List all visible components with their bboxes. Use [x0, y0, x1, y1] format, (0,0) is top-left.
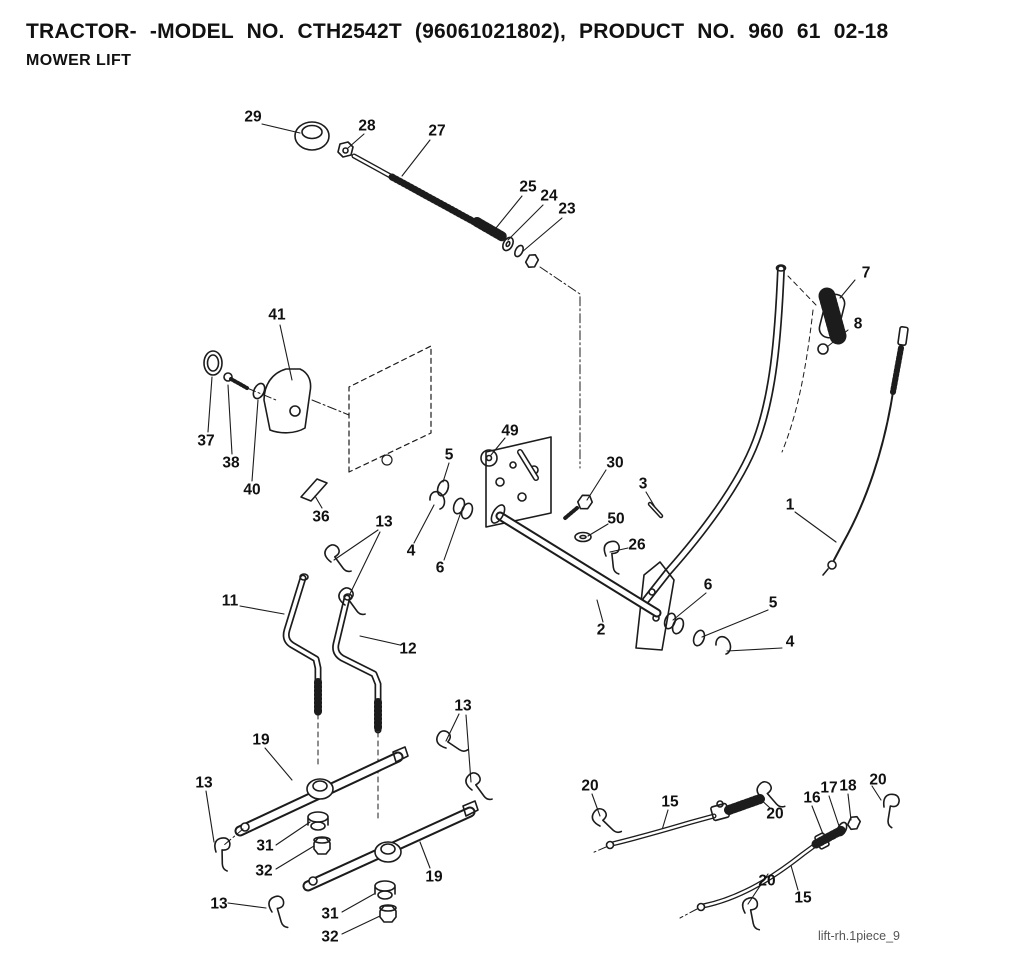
hidden-plate-outline — [348, 345, 432, 473]
bushing-31-lower — [374, 880, 396, 892]
grip-7 — [818, 287, 847, 345]
bushing-31-upper — [307, 811, 329, 823]
lift-arms — [206, 724, 493, 929]
keeper-plate-41 — [263, 368, 312, 434]
mounting-plates — [348, 345, 552, 528]
link-rod-15-lower — [700, 840, 821, 909]
grip-ball-8 — [817, 343, 829, 355]
ring-37 — [203, 350, 223, 376]
washer-5-right — [692, 629, 706, 647]
hairpin-clip-20 — [588, 803, 623, 842]
hairpin-clip-26 — [597, 538, 628, 575]
hairpin-clip-20 — [738, 895, 766, 931]
hairpin-clip-13 — [463, 769, 493, 806]
hairpin-clip-13 — [322, 541, 352, 578]
leader-lines — [205, 123, 882, 935]
lift-cable-1 — [822, 325, 909, 576]
nut-23 — [524, 254, 540, 268]
hairpin-clip-13 — [206, 834, 239, 872]
retainer-clip-4-left — [429, 490, 446, 510]
drawing-reference: lift-rh.1piece_9 — [818, 929, 900, 943]
washer-40 — [252, 382, 266, 400]
nut-32-upper — [313, 837, 331, 855]
nut-18 — [846, 815, 862, 831]
spring-coil — [472, 217, 508, 242]
pivot-plate — [485, 436, 552, 528]
lift-lever — [635, 264, 847, 651]
hairpin-clip-13 — [266, 894, 292, 929]
bolt-38 — [223, 372, 233, 382]
rear-linkages — [588, 777, 908, 931]
nut-28 — [337, 141, 354, 158]
lift-links — [282, 541, 382, 819]
nut-32-lower — [379, 905, 397, 923]
washer-50 — [574, 531, 592, 543]
washer-24 — [514, 244, 524, 258]
spring-upper — [724, 794, 765, 815]
washer-17 — [836, 821, 848, 837]
shaft-small-parts — [562, 494, 664, 575]
washer-5-left — [436, 479, 450, 497]
knob-29 — [294, 121, 330, 151]
page-title: TRACTOR- -MODEL NO. CTH2542T (9606102180… — [26, 20, 889, 43]
eyelet-16 — [814, 832, 830, 850]
lift-adjustment-rod — [294, 121, 581, 469]
bracket-36 — [300, 478, 328, 502]
lift-shaft-2 — [429, 479, 732, 655]
threaded-rod-27 — [388, 173, 482, 228]
retainer-clip-4-right — [715, 635, 732, 655]
washer-49 — [480, 449, 498, 467]
diagram-subtitle: MOWER LIFT — [26, 52, 132, 69]
grease-fitting-30 — [576, 494, 594, 510]
washer-25 — [502, 236, 514, 252]
keeper-plate-group — [203, 350, 350, 502]
